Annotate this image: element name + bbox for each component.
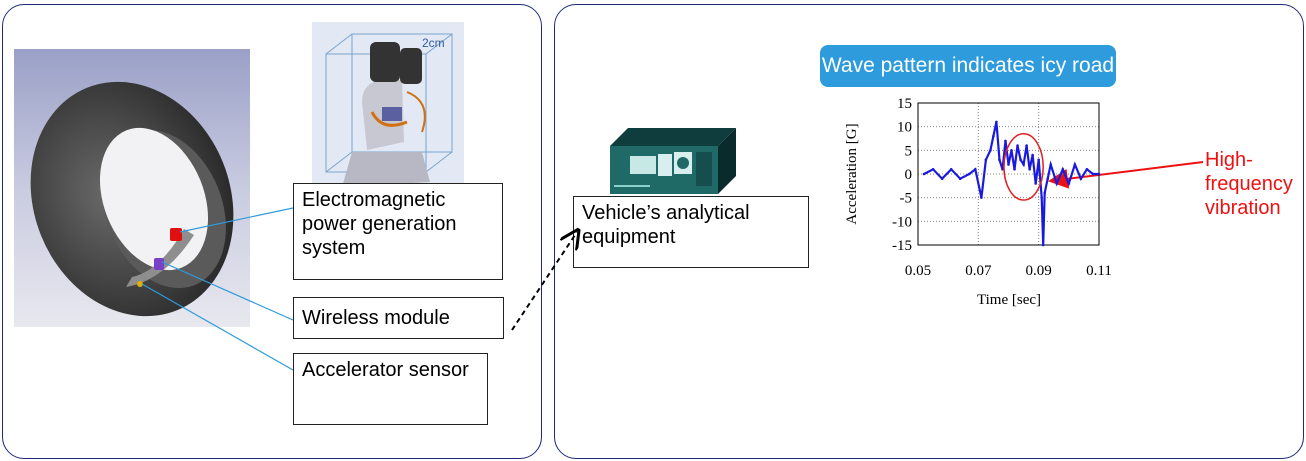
accelerator-sensor-callout: Accelerator sensor <box>293 353 488 425</box>
computer-icon <box>610 128 736 194</box>
tire-illustration <box>14 49 250 327</box>
icy-road-badge: Wave pattern indicates icy road <box>820 45 1116 87</box>
wireless-module-part <box>154 258 164 270</box>
high-frequency-label: High-frequency vibration <box>1205 149 1293 219</box>
wireless-module-callout: Wireless module <box>293 297 504 339</box>
analytical-equipment-callout: Vehicle’s analytical equipment <box>573 196 809 268</box>
power-generator-part <box>170 228 182 241</box>
power-generation-callout: Electromagnetic power generation system <box>293 183 503 280</box>
cube-size-label: 2cm <box>422 36 445 50</box>
generator-3d-illustration: 2cm <box>312 22 464 204</box>
sensor-part <box>137 281 143 287</box>
